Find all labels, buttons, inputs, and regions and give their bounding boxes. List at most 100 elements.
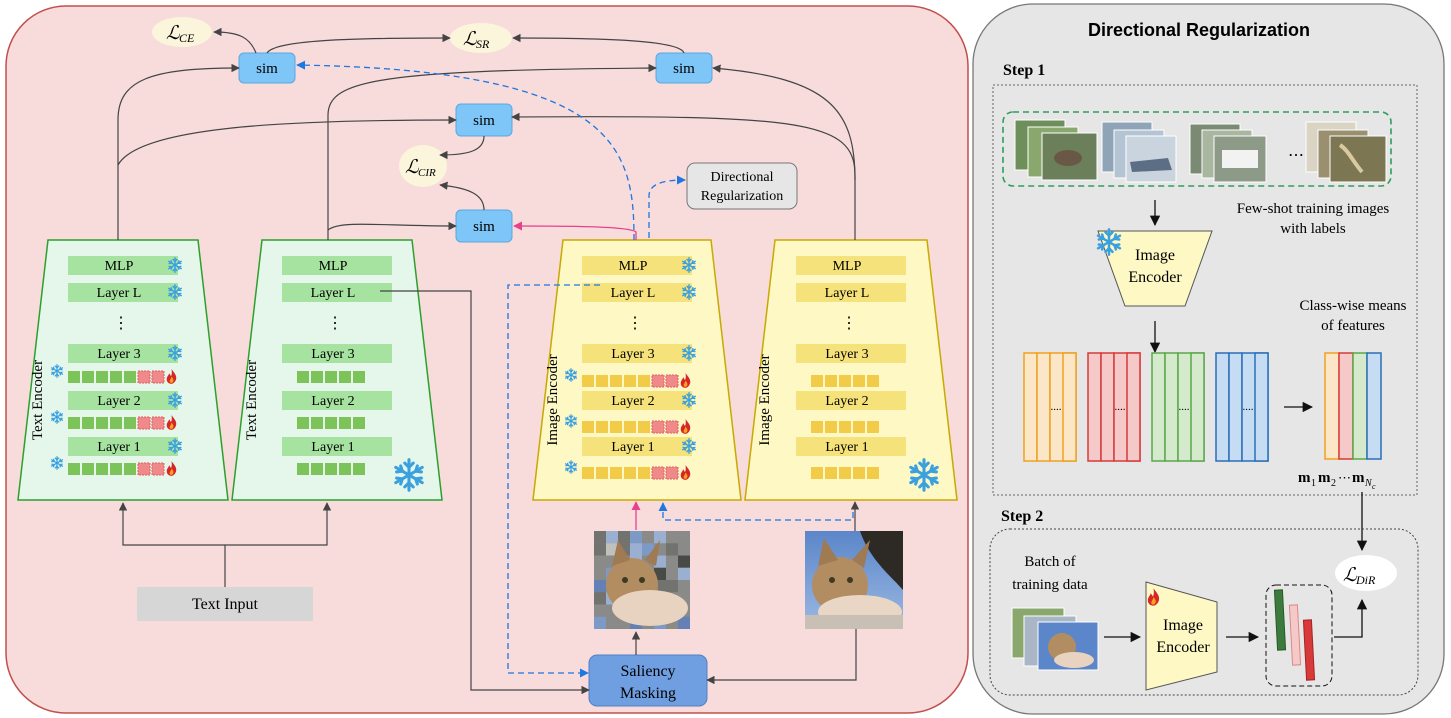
token bbox=[339, 417, 351, 429]
svg-text:N: N bbox=[1364, 478, 1373, 489]
token bbox=[839, 467, 851, 479]
token bbox=[96, 463, 108, 475]
layer-label: MLP bbox=[105, 259, 134, 274]
token bbox=[665, 374, 679, 388]
svg-text:c: c bbox=[1372, 482, 1376, 491]
token bbox=[638, 467, 650, 479]
svg-text:sim: sim bbox=[473, 113, 495, 129]
directional-regularization-box: Directional Regularization bbox=[686, 162, 798, 210]
step2-box bbox=[989, 528, 1419, 696]
step1-box bbox=[992, 84, 1418, 496]
layer-bar bbox=[68, 437, 178, 456]
token bbox=[811, 421, 823, 433]
layer-label: Layer 1 bbox=[97, 440, 140, 455]
batch-caption-2: training data bbox=[1012, 577, 1088, 593]
layer-label: Layer L bbox=[311, 286, 356, 301]
few-shot-image-stacks: ⋯ bbox=[1014, 119, 1387, 183]
token bbox=[151, 370, 165, 384]
svg-text:sim: sim bbox=[673, 61, 695, 77]
token bbox=[610, 375, 622, 387]
saliency-masking-box: Saliency Masking bbox=[588, 654, 708, 707]
token bbox=[325, 463, 337, 475]
batch-features bbox=[1265, 584, 1333, 687]
svg-text:2: 2 bbox=[1331, 478, 1336, 489]
sim-box-lower: sim bbox=[455, 209, 513, 243]
token bbox=[82, 463, 94, 475]
svg-text:DiR: DiR bbox=[1355, 573, 1376, 587]
token bbox=[582, 375, 594, 387]
svg-text:m: m bbox=[1298, 470, 1311, 486]
svg-text:sim: sim bbox=[473, 219, 495, 235]
token bbox=[124, 417, 136, 429]
sim-box-middle: sim bbox=[455, 103, 513, 137]
token bbox=[151, 462, 165, 476]
token bbox=[110, 371, 122, 383]
layer-label: MLP bbox=[833, 259, 862, 274]
token bbox=[638, 375, 650, 387]
svg-text:Saliency: Saliency bbox=[620, 663, 675, 680]
svg-text:⋯: ⋯ bbox=[1338, 470, 1351, 485]
token bbox=[596, 467, 608, 479]
encoder-side-label: Text Encoder bbox=[244, 360, 260, 440]
token bbox=[624, 375, 636, 387]
layer-bar bbox=[796, 391, 906, 410]
svg-text:ℒ: ℒ bbox=[463, 29, 478, 50]
token bbox=[610, 421, 622, 433]
layer-label: Layer L bbox=[97, 286, 142, 301]
layer-bar bbox=[582, 256, 692, 275]
batch-images bbox=[1011, 607, 1099, 671]
svg-text:sim: sim bbox=[256, 61, 278, 77]
token bbox=[582, 421, 594, 433]
layer-bar bbox=[796, 256, 906, 275]
svg-text:SR: SR bbox=[476, 37, 490, 51]
layer-label: MLP bbox=[319, 259, 348, 274]
svg-text:ℒ: ℒ bbox=[405, 157, 420, 178]
token bbox=[353, 417, 365, 429]
layer-label: Layer 3 bbox=[311, 347, 354, 362]
blue-dashed-arrows bbox=[296, 60, 854, 678]
layer-label: Layer 2 bbox=[825, 394, 868, 409]
layer-label: Layer 3 bbox=[825, 347, 868, 362]
text-input-box: Text Input bbox=[137, 587, 313, 621]
loss-sr: ℒ SR bbox=[450, 23, 512, 53]
token bbox=[582, 467, 594, 479]
layer-label: Layer 2 bbox=[97, 394, 140, 409]
svg-text:CE: CE bbox=[179, 31, 195, 45]
layer-label: Layer L bbox=[825, 286, 870, 301]
token bbox=[811, 467, 823, 479]
layer-ellipsis: ⋮ bbox=[327, 315, 343, 332]
token bbox=[68, 463, 80, 475]
token bbox=[137, 416, 151, 430]
token bbox=[297, 371, 309, 383]
few-shot-images-box bbox=[1002, 111, 1392, 187]
layer-bar bbox=[796, 344, 906, 363]
layer-bar bbox=[582, 391, 692, 410]
token bbox=[651, 374, 665, 388]
token bbox=[353, 463, 365, 475]
loss-dir: ℒ DiR bbox=[1335, 555, 1397, 591]
token bbox=[853, 375, 865, 387]
layer-label: MLP bbox=[619, 259, 648, 274]
svg-text:Encoder: Encoder bbox=[1156, 639, 1210, 656]
token bbox=[651, 420, 665, 434]
svg-text:m: m bbox=[1352, 470, 1365, 486]
masked-cat-image bbox=[594, 531, 690, 629]
token bbox=[68, 371, 80, 383]
token bbox=[825, 421, 837, 433]
class-means-caption-2: of features bbox=[1321, 318, 1385, 334]
token bbox=[651, 466, 665, 480]
panel-title: Directional Regularization bbox=[1088, 20, 1310, 40]
token bbox=[825, 375, 837, 387]
layer-bar bbox=[582, 283, 692, 302]
encoder-side-label: Image Encoder bbox=[757, 354, 773, 445]
token bbox=[110, 417, 122, 429]
layer-bar bbox=[68, 256, 178, 275]
feature-columns: ................ bbox=[1023, 352, 1269, 462]
token bbox=[596, 421, 608, 433]
svg-text:⋯: ⋯ bbox=[1288, 147, 1304, 164]
token bbox=[110, 463, 122, 475]
svg-text:Regularization: Regularization bbox=[701, 189, 783, 204]
few-shot-caption-1: Few-shot training images bbox=[1237, 201, 1390, 217]
